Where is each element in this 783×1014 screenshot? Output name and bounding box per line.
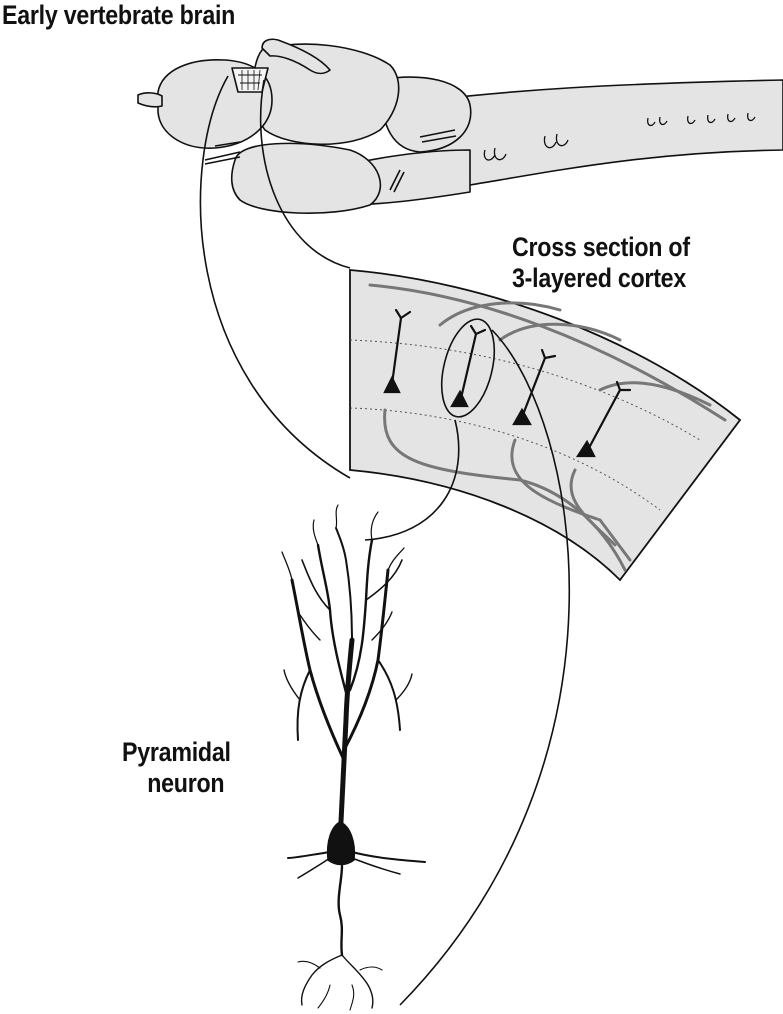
label-early-vertebrate-brain: Early vertebrate brain [2, 0, 235, 31]
label-brain-text: Early vertebrate brain [2, 0, 236, 30]
cortex-band [349, 269, 742, 582]
optic-nerve [204, 151, 241, 165]
cortex-neuron-3 [512, 348, 557, 426]
cortex-neuron-1 [383, 308, 412, 394]
gray-axon-tracts [368, 283, 727, 572]
section-slice-marker [231, 67, 269, 93]
connector-lines-brain-to-cortex [199, 75, 351, 479]
pineal-stalk [261, 38, 331, 75]
cortical-pyramidal-neurons [383, 308, 632, 458]
midbrain [252, 43, 400, 146]
cortex-layer-boundaries [349, 339, 701, 511]
label-pyramidal-neuron: Pyramidal neuron [122, 737, 231, 799]
olfactory-bulb [137, 92, 163, 108]
neuron-soma [326, 821, 356, 866]
label-cortex-section: Cross section of 3-layered cortex [512, 232, 690, 294]
cranial-nerve-b [419, 129, 457, 143]
label-cortex-line2: 3-layered cortex [512, 263, 687, 293]
label-neuron-line1: Pyramidal [122, 737, 231, 767]
cortex-cross-section [349, 269, 742, 582]
highlighted-neuron-circle [440, 318, 496, 418]
cranial-nerve-a [214, 141, 241, 147]
early-vertebrate-brain [137, 38, 783, 215]
connector-lines-cortex-to-neuron [364, 329, 571, 1006]
spinal-cord [429, 79, 783, 186]
label-cortex-line1: Cross section of [512, 232, 690, 262]
ventral-lobe [230, 142, 382, 215]
cerebellum [379, 76, 472, 153]
cranial-nerve-c [389, 169, 405, 193]
pyramidal-neuron [281, 504, 426, 1011]
cortex-neuron-4 [575, 380, 632, 458]
label-neuron-line2: neuron [147, 768, 225, 798]
cortex-neuron-2 [450, 324, 487, 408]
spinal-nerve-roots [483, 112, 756, 161]
